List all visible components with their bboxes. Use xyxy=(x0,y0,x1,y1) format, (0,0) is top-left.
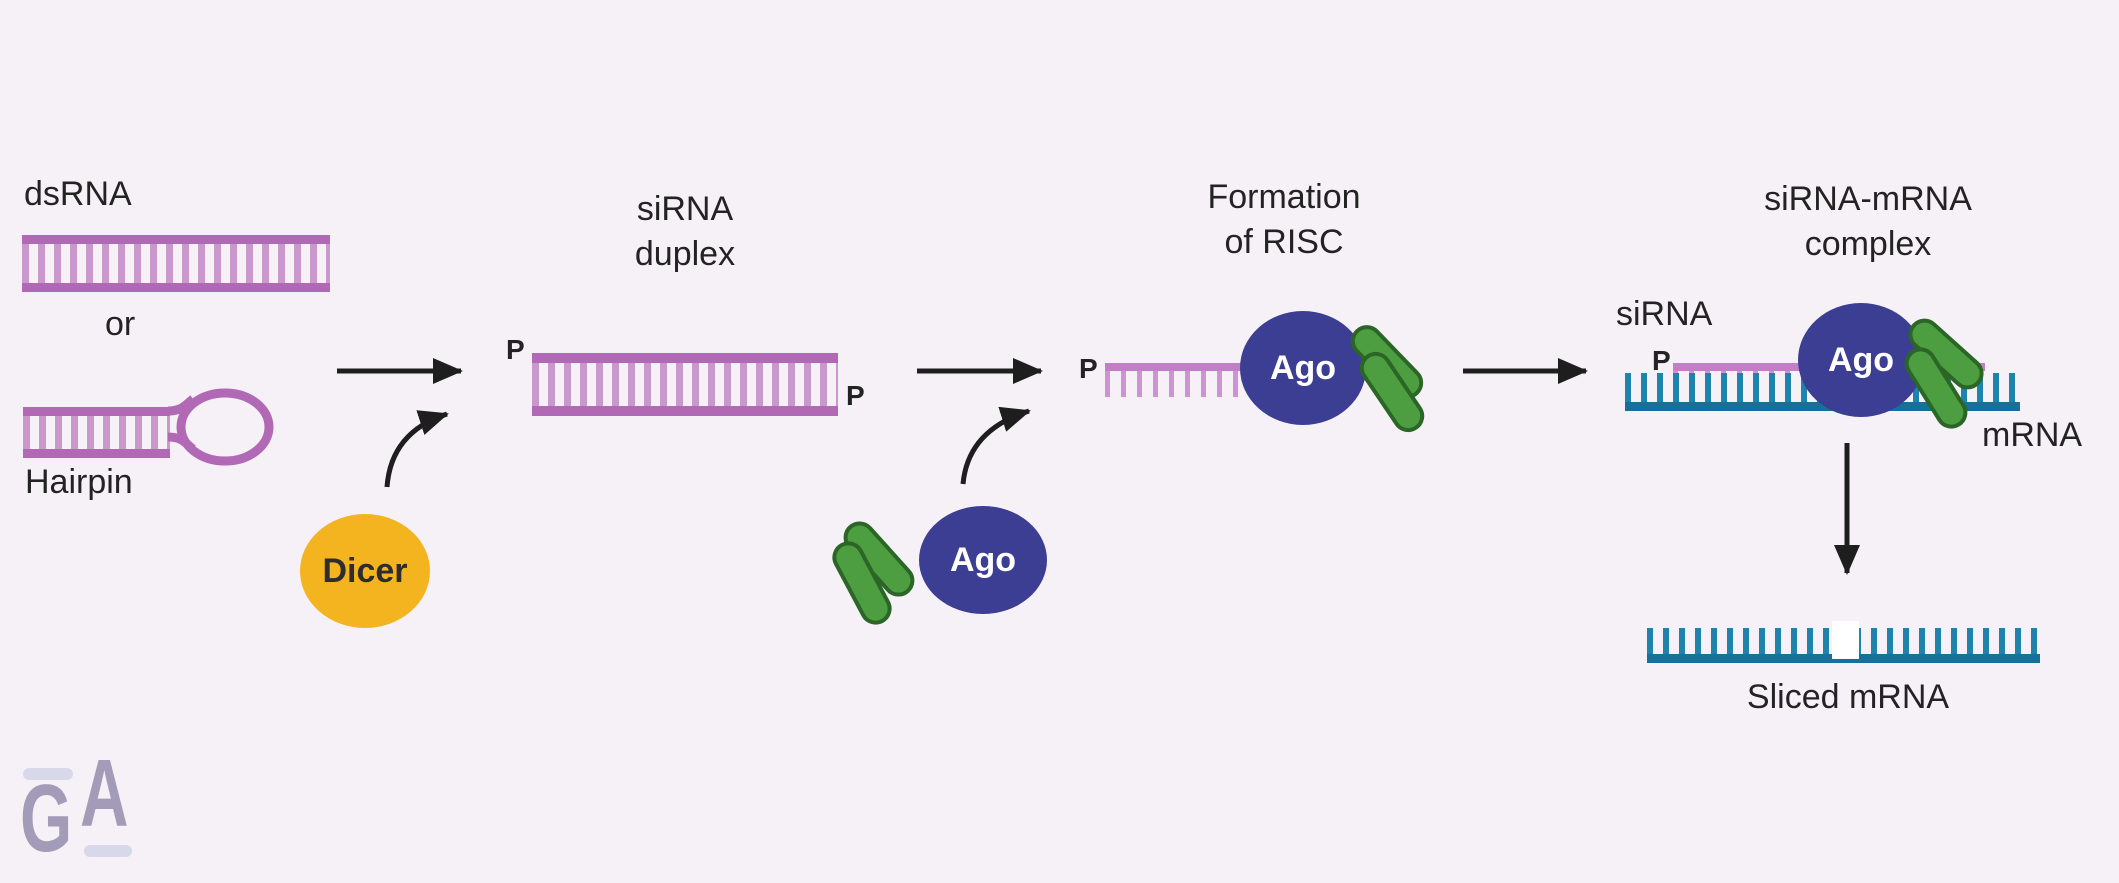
complex-title: siRNA-mRNA complex xyxy=(1758,177,1978,267)
phosphate-duplex-right: P xyxy=(846,380,865,411)
risc-title-line2: of RISC xyxy=(1224,223,1344,261)
logo-letter-a: A xyxy=(80,740,129,847)
hairpin-label: Hairpin xyxy=(25,463,133,501)
cofactor-capsule-free-2 xyxy=(832,541,892,625)
logo-bar-bottom xyxy=(84,845,132,857)
risc-title: Formation of RISC xyxy=(1174,175,1394,265)
phosphate-duplex-left: P xyxy=(506,334,525,365)
dicer-label: Dicer xyxy=(322,552,408,590)
arrow-ago-curved xyxy=(960,406,1031,485)
sirna-duplex-title-line1: siRNA xyxy=(636,190,734,228)
sirna-duplex-title: siRNA duplex xyxy=(585,187,785,277)
ago-free-label: Ago xyxy=(949,541,1017,579)
mrna-slice-gap xyxy=(1832,621,1859,659)
dsrna-double-strand xyxy=(22,235,330,292)
dicer-enzyme-circle xyxy=(300,514,430,628)
phosphate-complex: P xyxy=(1652,345,1671,376)
or-label: or xyxy=(105,305,136,343)
cofactor-capsule-complex-2 xyxy=(1904,347,1968,429)
ago-protein-free xyxy=(919,506,1047,614)
sirna-duplex-title-line2: duplex xyxy=(634,235,736,273)
ago-protein-complex xyxy=(1798,303,1924,417)
risc-guide-strand xyxy=(1105,363,1263,397)
complex-title-line1: siRNA-mRNA xyxy=(1764,180,1972,218)
sliced-mrna-label: Sliced mRNA xyxy=(1746,678,1950,716)
mrna-label: mRNA xyxy=(1982,416,2083,454)
ago-risc-label: Ago xyxy=(1269,349,1337,387)
logo-bar-top xyxy=(23,768,73,780)
logo-letter-g: G xyxy=(20,765,73,872)
sirna-duplex-strand xyxy=(532,353,838,416)
cofactor-capsule-risc-2 xyxy=(1359,351,1425,433)
hairpin-stem-strand xyxy=(23,407,170,458)
hairpin-loop xyxy=(176,388,274,466)
risc-title-line1: Formation xyxy=(1207,178,1361,216)
arrow-dicer-curved xyxy=(384,410,449,488)
complex-title-line2: complex xyxy=(1804,225,1932,263)
ago-protein-risc xyxy=(1240,311,1366,425)
dsrna-label: dsRNA xyxy=(24,175,132,213)
ago-complex-label: Ago xyxy=(1827,341,1895,379)
sirna-label: siRNA xyxy=(1616,295,1713,333)
phosphate-risc: P xyxy=(1079,353,1098,384)
